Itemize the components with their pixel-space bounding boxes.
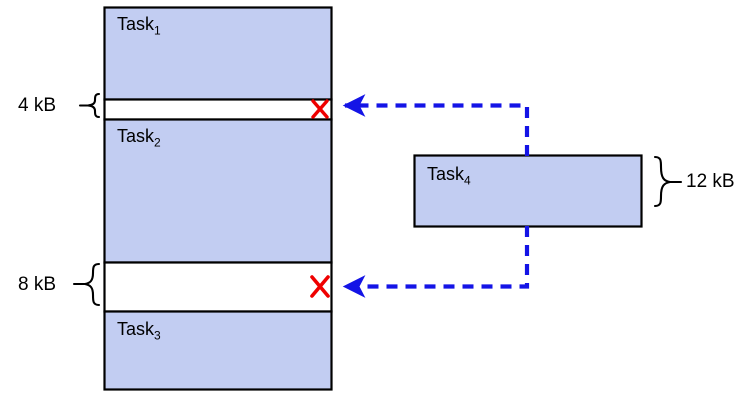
task4-subscript: 4 bbox=[464, 173, 471, 188]
brace-8kb bbox=[84, 262, 101, 307]
brace-4kb bbox=[87, 92, 101, 119]
size-label-4kb: 4 kB bbox=[18, 95, 57, 116]
task3-subscript: 3 bbox=[154, 328, 161, 343]
arrow-to-8kb-hole bbox=[342, 226, 530, 298]
brace-12kb bbox=[653, 155, 671, 208]
size-label-8kb: 8 kB bbox=[18, 274, 57, 295]
memory-segment-task2 bbox=[103, 118, 333, 264]
memory-column-group bbox=[103, 6, 333, 391]
cross-hole-4kb bbox=[311, 99, 329, 119]
task1-subscript: 1 bbox=[154, 23, 161, 38]
memory-segment-hole-4kb bbox=[103, 98, 333, 121]
memory-segment-hole-8kb bbox=[103, 261, 333, 313]
memory-segment-task2-label: Task2 bbox=[117, 126, 161, 150]
memory-segment-task3 bbox=[103, 310, 333, 391]
memory-segment-task1 bbox=[103, 6, 333, 101]
memory-segment-task3-label: Task3 bbox=[117, 319, 161, 343]
arrow-to-4kb-hole bbox=[342, 94, 530, 156]
memory-segment-task1-label: Task1 bbox=[117, 14, 161, 38]
task4-block-label: Task4 bbox=[427, 164, 471, 188]
cross-hole-8kb bbox=[310, 275, 330, 298]
size-label-12kb: 12 kB bbox=[686, 171, 735, 192]
task2-subscript: 2 bbox=[154, 135, 161, 150]
